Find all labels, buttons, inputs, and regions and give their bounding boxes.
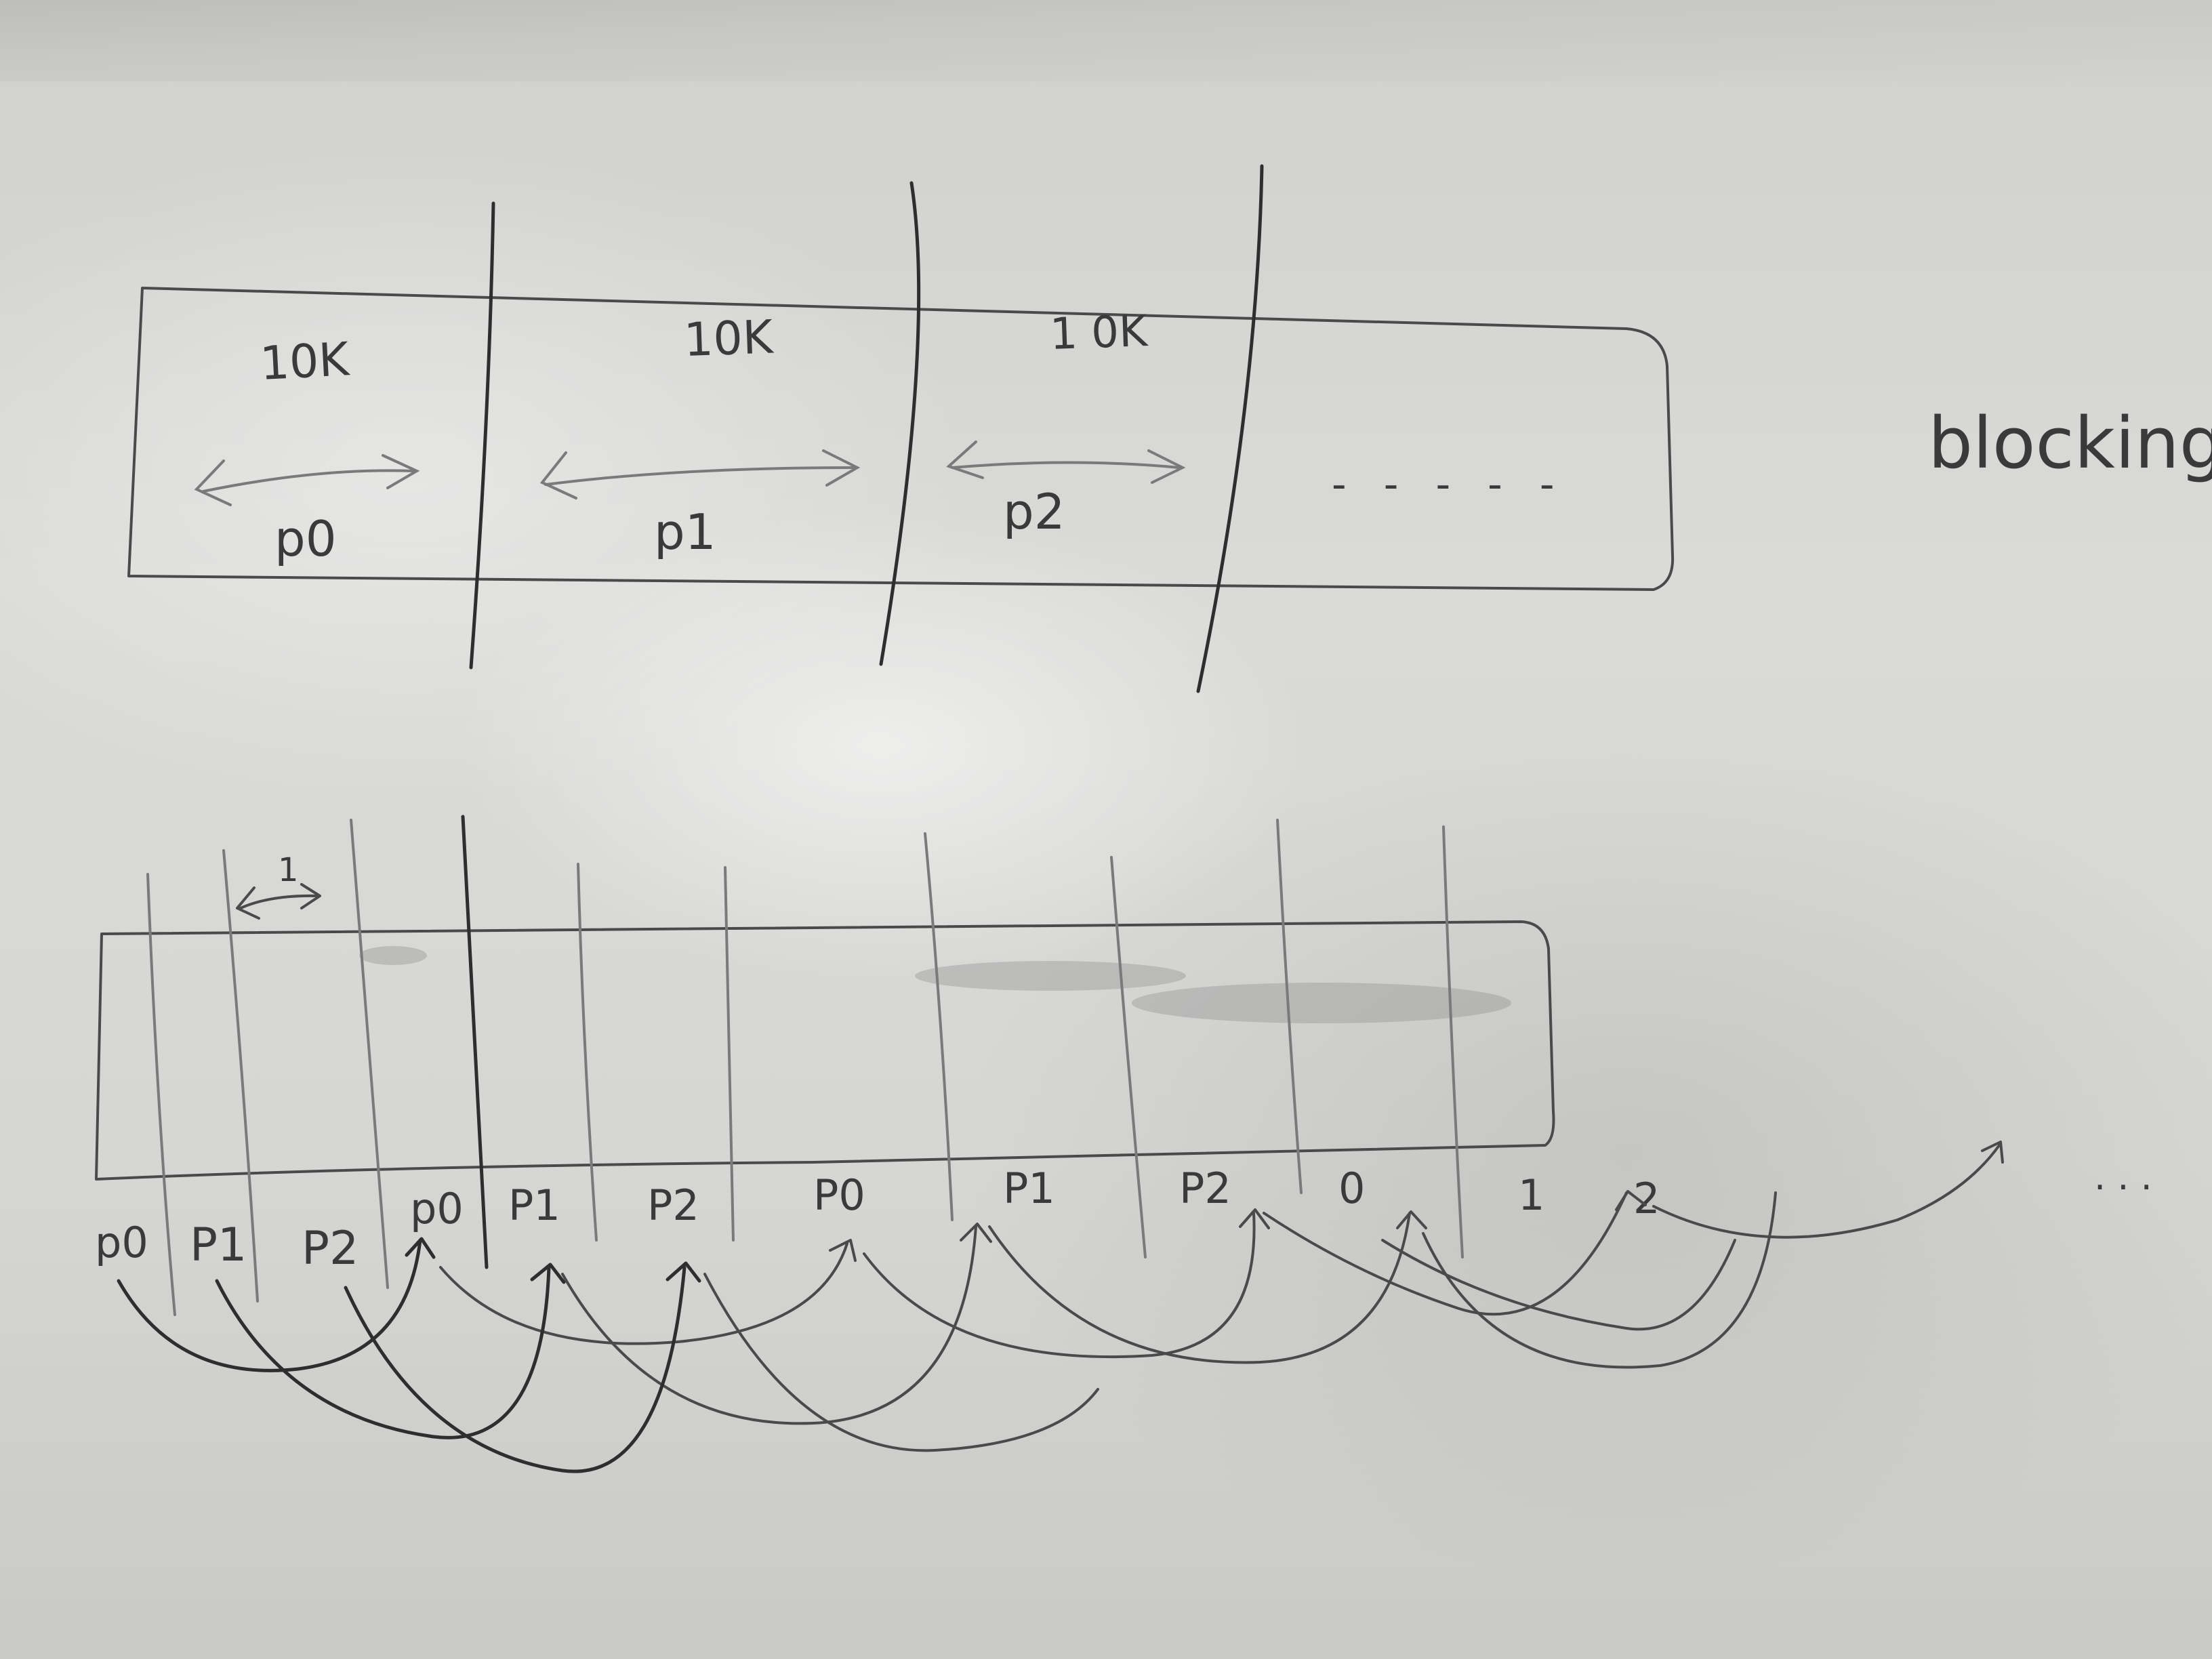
round-robin-arrow [1422, 1191, 1777, 1369]
upper-ellipsis: - - - - - [1332, 461, 1567, 508]
lower-divider [924, 832, 954, 1221]
arrowhead [1239, 1208, 1270, 1229]
lower-divider [350, 819, 389, 1289]
arrowhead [960, 1223, 992, 1243]
round-robin-arrow [703, 1273, 1099, 1452]
round-robin-arrow [344, 1265, 687, 1473]
lower-divider [222, 849, 259, 1303]
arrowhead [665, 1261, 701, 1283]
upper-divider [469, 201, 495, 670]
element-owner-label: P1 [1003, 1164, 1055, 1213]
round-robin-arrow [215, 1265, 551, 1439]
element-owner-label: P2 [647, 1181, 699, 1230]
erased-smudge [915, 961, 1186, 991]
stride-marker: 1 [236, 851, 321, 920]
lower-box-outline [95, 920, 1555, 1181]
lower-divider [146, 873, 176, 1316]
upper-box-outline [127, 287, 1675, 591]
block-owner-label: p2 [1003, 483, 1065, 540]
lower-divider [1276, 819, 1303, 1194]
element-owner-label: P2 [1179, 1164, 1231, 1213]
lower-ellipsis: . . . [2094, 1155, 2152, 1198]
arrowhead [405, 1237, 436, 1259]
element-owner-label: P1 [190, 1218, 247, 1272]
lower-divider [577, 863, 598, 1242]
element-owner-label: 0 [1338, 1164, 1365, 1213]
blocking-note: blocking [1928, 402, 2212, 485]
upper-diagram: 10K 10K 1 0K p0 p1 p2 [127, 164, 1675, 693]
element-owner-label: P0 [813, 1170, 865, 1220]
round-robin-arrow [439, 1242, 848, 1345]
block-owner-label: p0 [274, 510, 337, 567]
lower-divider [1110, 856, 1147, 1258]
element-owner-label: P1 [508, 1181, 560, 1230]
round-robin-arrow [1263, 1191, 1628, 1316]
erased-smudge [359, 946, 427, 965]
round-robin-arrow [1381, 1239, 1736, 1331]
round-robin-arrow [1652, 1144, 2001, 1239]
whiteboard-frame [0, 0, 2212, 81]
block-owner-label: p1 [654, 504, 716, 560]
block-size-label: 10K [683, 310, 775, 367]
round-robin-arrow [988, 1212, 1411, 1364]
double-arrow [946, 441, 1186, 484]
block-size-label: 1 0K [1049, 306, 1149, 360]
lower-divider [461, 815, 489, 1269]
double-arrow [194, 454, 420, 506]
arrowhead [829, 1239, 857, 1262]
element-owner-label: 1 [1518, 1170, 1544, 1220]
svg-text:1: 1 [278, 851, 299, 889]
lower-divider [724, 866, 735, 1242]
arrowhead [1981, 1141, 2004, 1164]
element-owner-label: p0 [95, 1218, 148, 1267]
double-arrow [539, 449, 861, 499]
upper-divider [1196, 164, 1264, 693]
round-robin-arrow [561, 1225, 977, 1425]
round-robin-arrow [863, 1212, 1256, 1359]
erased-smudge [1132, 983, 1511, 1023]
lower-divider [1442, 825, 1464, 1258]
arrowhead [530, 1263, 566, 1284]
element-owner-label: p0 [410, 1184, 464, 1233]
round-robin-arrow [117, 1238, 422, 1372]
block-size-label: 10K [259, 333, 352, 391]
lower-diagram: 1 p0 P1 P2 p0 P1 P2 P0 P1 P2 0 1 2 [95, 815, 2152, 1473]
arrowhead [1396, 1210, 1427, 1229]
upper-divider [879, 181, 921, 666]
arrowhead [1615, 1190, 1647, 1211]
element-owner-label: P2 [302, 1222, 359, 1275]
